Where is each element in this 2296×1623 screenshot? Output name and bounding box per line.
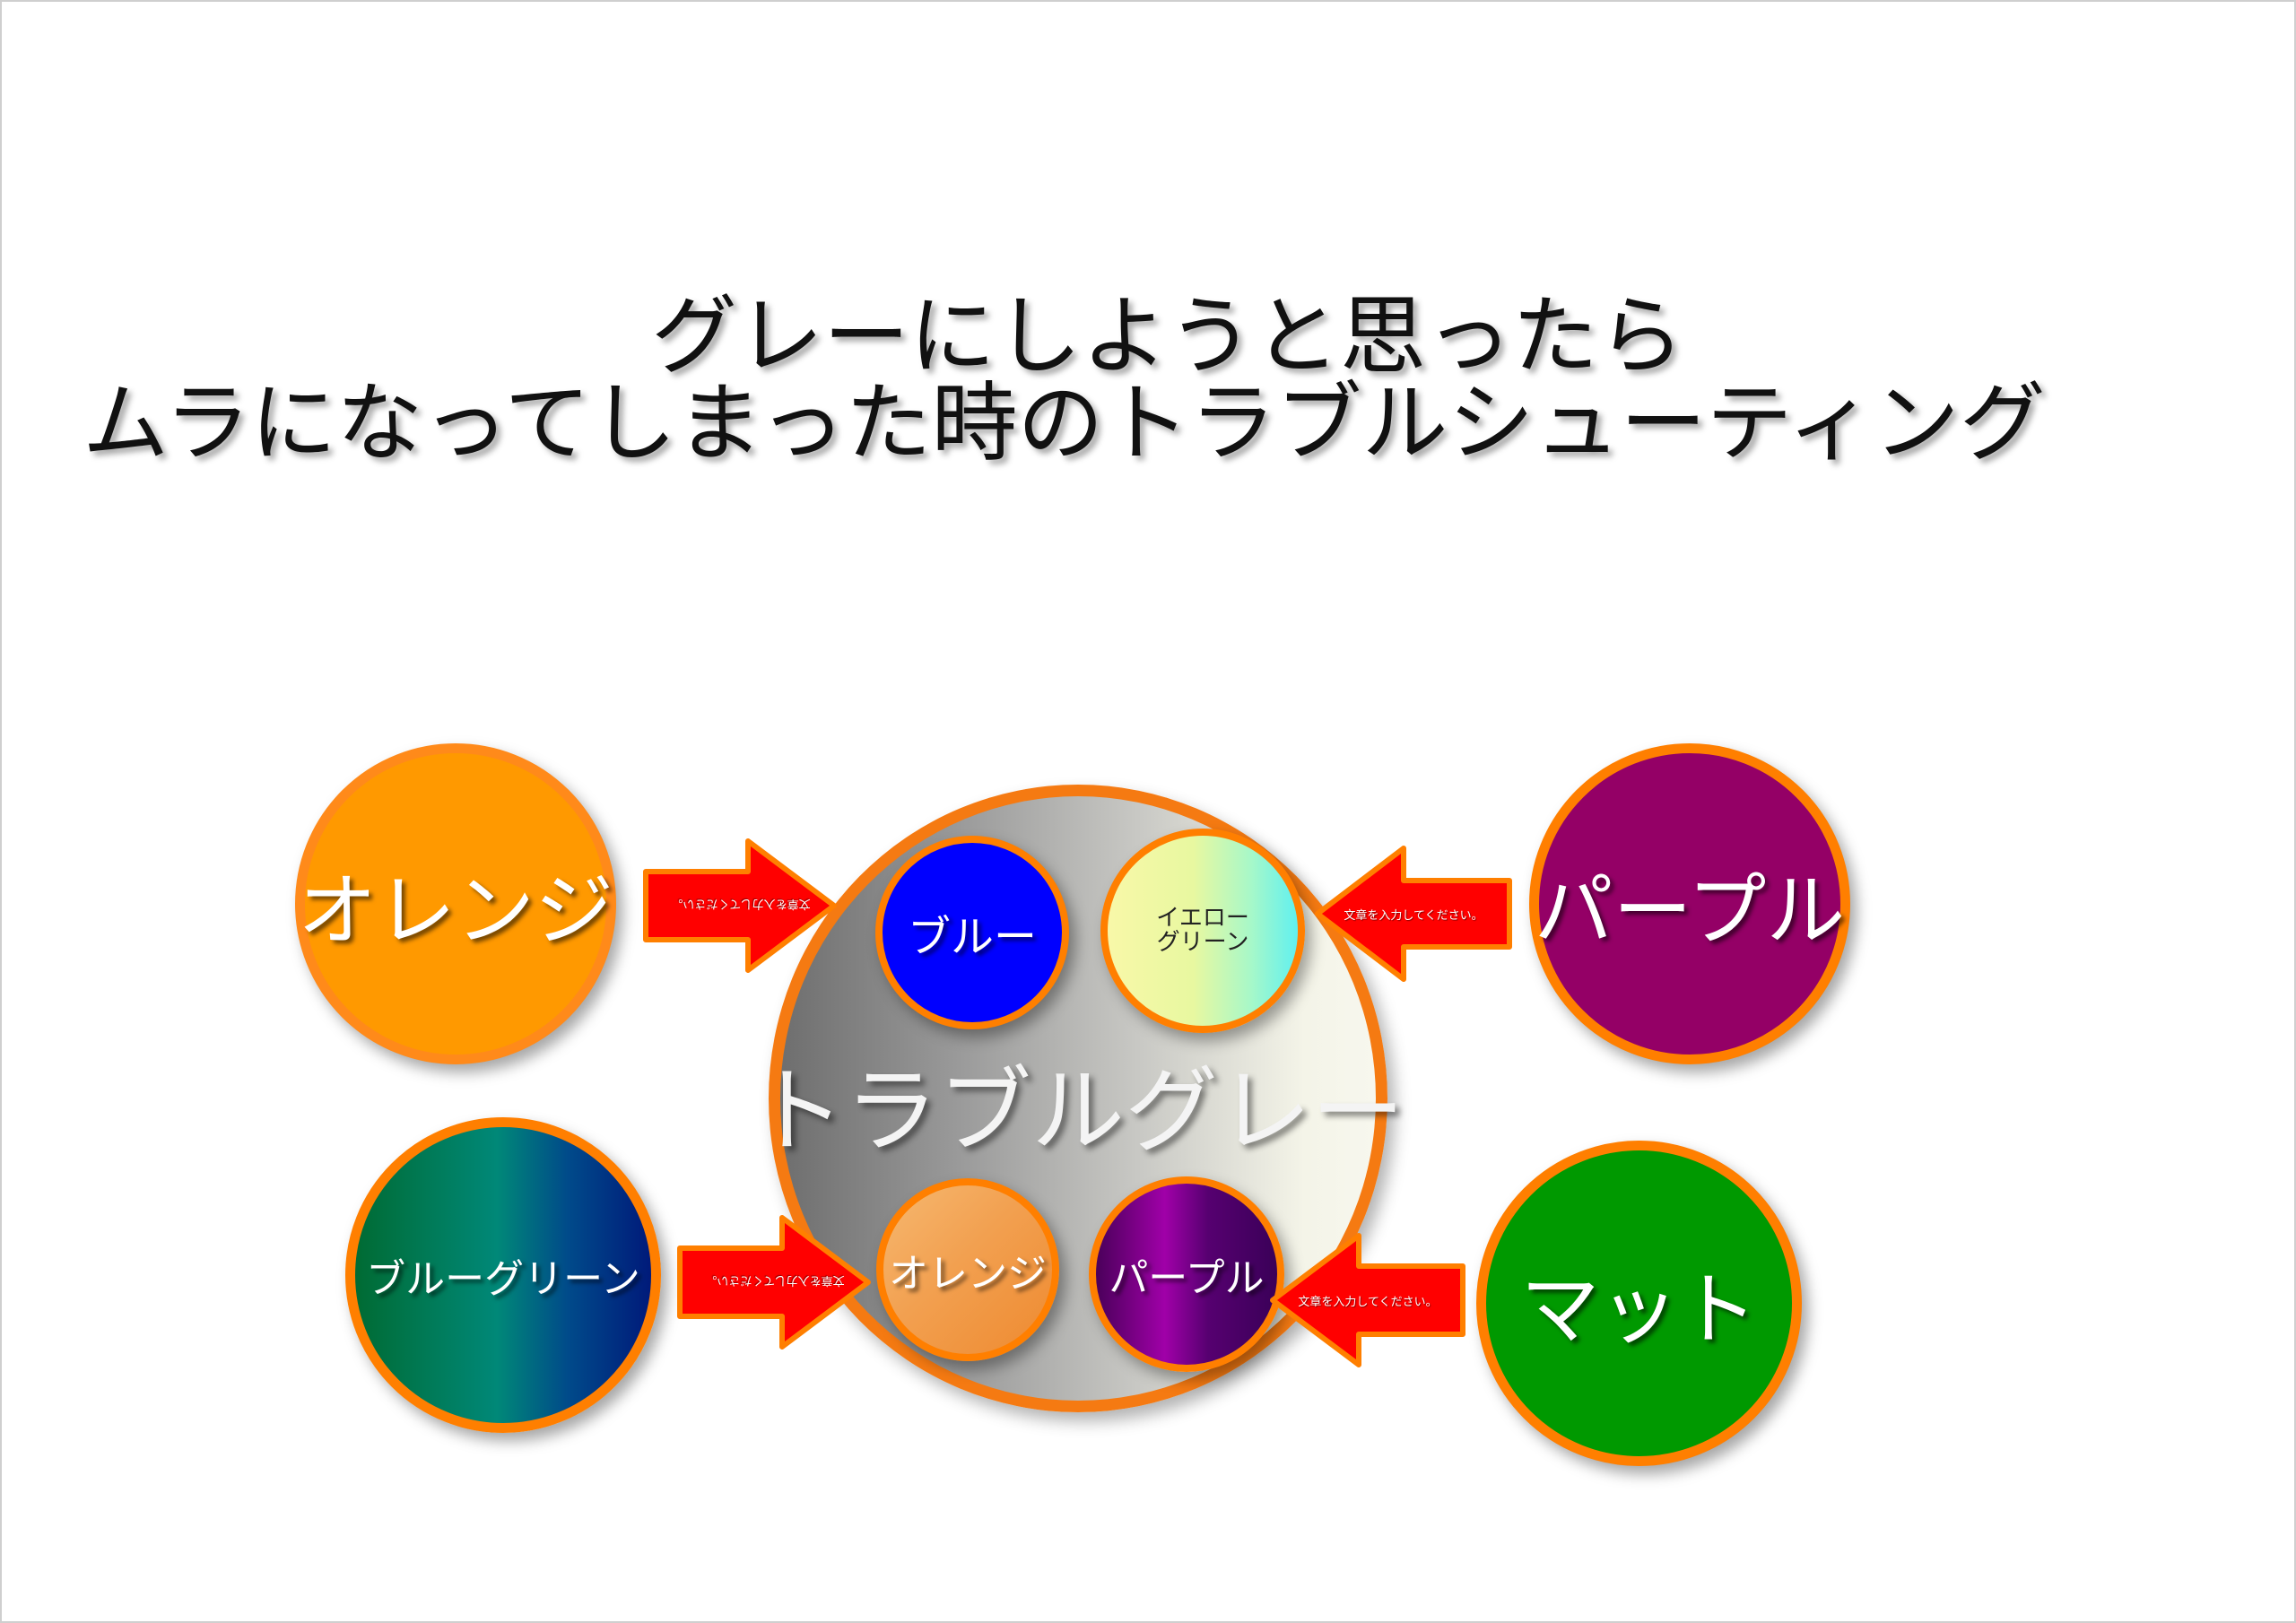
outer-circle-bluegreen[interactable]: ブルーグリーン bbox=[345, 1117, 661, 1433]
title-line-1: グレーにしようと思ったら bbox=[651, 286, 1684, 386]
arrow-top-right[interactable]: 文章を入力してください。 bbox=[1314, 843, 1513, 985]
title-line-2: ムラになってしまった時のトラブルシューティング bbox=[83, 373, 2046, 473]
inner-circle-yellowgreen[interactable]: イエロー グリーン bbox=[1100, 829, 1305, 1033]
outer-circle-matte[interactable]: マット bbox=[1476, 1141, 1802, 1466]
arrow-top-left-text: 文章を入力してください。 bbox=[671, 897, 811, 911]
arrow-right-icon bbox=[643, 838, 837, 973]
inner-blue-label: ブルー bbox=[907, 912, 1037, 962]
arrow-bottom-right[interactable]: 文章を入力してください。 bbox=[1269, 1230, 1466, 1370]
inner-yellowgreen-line2: グリーン bbox=[1156, 929, 1249, 956]
inner-yellowgreen-line1: イエロー bbox=[1156, 904, 1249, 932]
arrow-top-right-text: 文章を入力してください。 bbox=[1344, 908, 1483, 923]
inner-yellowgreen-label: イエロー グリーン bbox=[1156, 904, 1249, 956]
arrow-bottom-right-text: 文章を入力してください。 bbox=[1298, 1295, 1438, 1309]
arrow-bottom-left-text: 文章を入力してください。 bbox=[705, 1273, 845, 1288]
arrow-left-icon bbox=[1315, 846, 1512, 982]
outer-orange-label: オレンジ bbox=[298, 864, 614, 957]
outer-matte-label: マット bbox=[1520, 1263, 1758, 1356]
center-label: トラブルグレー bbox=[752, 1055, 1405, 1166]
outer-bluegreen-label: ブルーグリーン bbox=[366, 1256, 640, 1302]
inner-circle-orange[interactable]: オレンジ bbox=[876, 1178, 1059, 1361]
inner-purple-label: パープル bbox=[1109, 1255, 1265, 1301]
outer-circle-orange[interactable]: オレンジ bbox=[295, 743, 616, 1064]
inner-circle-purple[interactable]: パープル bbox=[1089, 1176, 1284, 1372]
outer-circle-purple[interactable]: パープル bbox=[1529, 743, 1850, 1064]
outer-purple-label: パープル bbox=[1534, 864, 1846, 957]
arrow-top-left[interactable]: 文章を入力してください。 bbox=[642, 836, 839, 976]
inner-circle-blue[interactable]: ブルー bbox=[875, 836, 1069, 1029]
arrow-bottom-left[interactable]: 文章を入力してください。 bbox=[676, 1212, 874, 1352]
inner-orange-label: オレンジ bbox=[889, 1251, 1047, 1297]
arrow-left-icon bbox=[1270, 1233, 1465, 1367]
arrow-right-icon bbox=[677, 1215, 871, 1350]
